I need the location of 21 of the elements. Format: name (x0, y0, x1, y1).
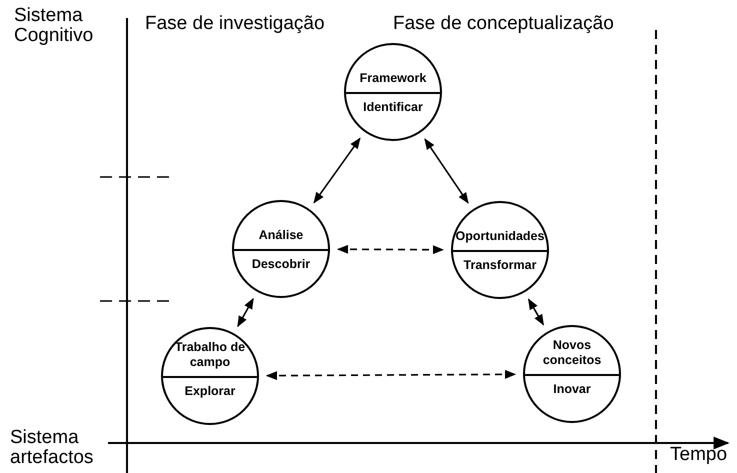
activity-title: Análise (258, 228, 304, 243)
action-label: Inovar (553, 382, 591, 397)
activity-title: Novos conceitos (542, 338, 602, 368)
activity-title: Framework (360, 70, 426, 86)
axis-label: Sistema Cognitivo (14, 6, 94, 46)
axis-label: Fase de conceptualização (393, 14, 614, 34)
axis-label: Fase de investigação (145, 14, 325, 34)
action-label: Descobrir (252, 256, 310, 272)
activity-title: Oportunidades (456, 228, 544, 244)
action-label: Transformar (464, 258, 536, 273)
double-arrow (266, 370, 516, 380)
axis-label: Sistema artefactos (10, 428, 94, 468)
axis-label: Tempo (670, 445, 728, 465)
double-arrow (424, 138, 469, 204)
double-arrow (336, 244, 444, 254)
double-arrow (237, 298, 254, 328)
action-label: Identificar (363, 100, 423, 115)
double-arrow (528, 298, 544, 326)
activity-title: Trabalho de campo (174, 340, 246, 370)
double-arrow (313, 138, 361, 204)
action-label: Explorar (184, 384, 236, 399)
